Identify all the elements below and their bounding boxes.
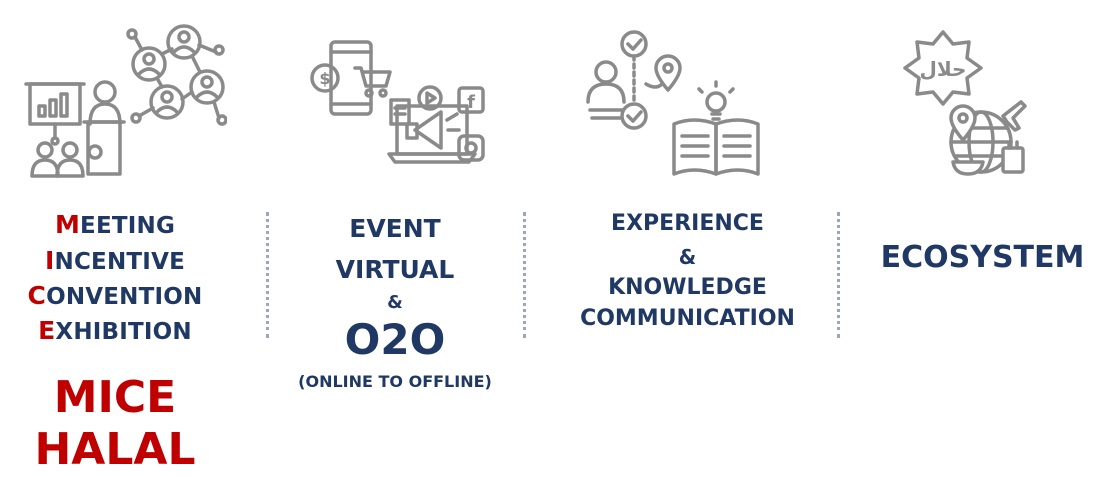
ecosystem-label: ECOSYSTEM — [880, 240, 1085, 275]
svg-text:حلال: حلال — [920, 57, 967, 81]
virtual-label: VIRTUAL — [335, 255, 455, 284]
mice-line-incentive: INCENTIVE — [45, 246, 185, 275]
mice-line-exhibition: EXHIBITION — [38, 316, 192, 345]
communication-label: COMMUNICATION — [580, 306, 795, 331]
halal-travel-icon: حلال — [903, 30, 1033, 180]
experience-label: EXPERIENCE — [611, 211, 764, 236]
o2o-subtitle: (ONLINE TO OFFLINE) — [298, 372, 492, 391]
knowledge-journey-icon — [582, 30, 767, 180]
mice-line-meeting: MEETING — [54, 210, 176, 239]
svg-text:$: $ — [319, 69, 330, 88]
o2o-label: O2O — [344, 315, 446, 364]
ampersand-label-2: & — [678, 245, 697, 269]
divider-2 — [523, 212, 526, 338]
mice-line-convention: CONVENTION — [27, 281, 203, 310]
divider-1 — [266, 212, 269, 338]
presentation-network-icon — [22, 22, 227, 182]
divider-3 — [837, 212, 840, 338]
knowledge-label: KNOWLEDGE — [608, 275, 767, 300]
mice-title: MICE — [53, 372, 177, 423]
digital-marketing-icon: $ f — [305, 38, 495, 183]
event-label: EVENT — [349, 214, 441, 243]
ampersand-label: & — [387, 292, 403, 313]
svg-text:f: f — [467, 92, 475, 113]
halal-title: HALAL — [34, 424, 196, 475]
